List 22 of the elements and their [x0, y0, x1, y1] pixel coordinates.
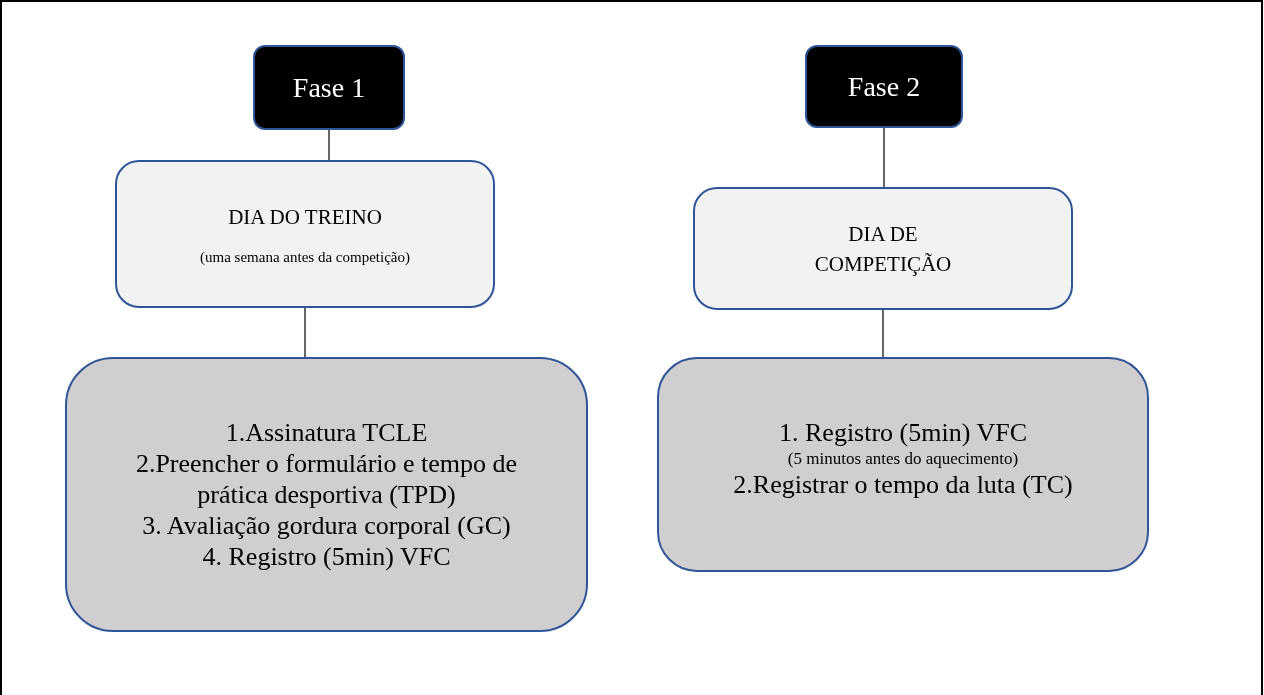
connector-line	[304, 307, 306, 358]
step-text: 2.Registrar o tempo da luta (TC)	[733, 469, 1073, 501]
day-note: (uma semana antes da competição)	[200, 247, 410, 267]
phase-title: Fase 2	[847, 70, 921, 104]
step-text: 1.Assinatura TCLE	[225, 417, 428, 448]
connector-line	[882, 309, 884, 358]
day-title: DIA DE COMPETIÇÃO	[813, 220, 953, 278]
connector-line	[328, 129, 330, 161]
connector-line	[883, 127, 885, 188]
step-text: 2.Preencher o formulário e tempo de prática desportiva (TPD)	[135, 448, 518, 510]
process-box	[805, 45, 963, 128]
step-text: 4. Registro (5min) VFC	[202, 541, 451, 572]
process-box	[115, 160, 495, 308]
process-box	[693, 187, 1073, 310]
step-note: (5 minutos antes do aquecimento)	[787, 448, 1019, 470]
phase-title: Fase 1	[292, 71, 366, 105]
day-title: DIA DO TREINO	[228, 203, 382, 231]
process-box	[253, 45, 405, 130]
process-box	[65, 357, 588, 632]
process-box	[657, 357, 1149, 572]
step-text: 1. Registro (5min) VFC	[779, 417, 1027, 448]
step-text: 3. Avaliação gordura corporal (GC)	[142, 510, 511, 541]
